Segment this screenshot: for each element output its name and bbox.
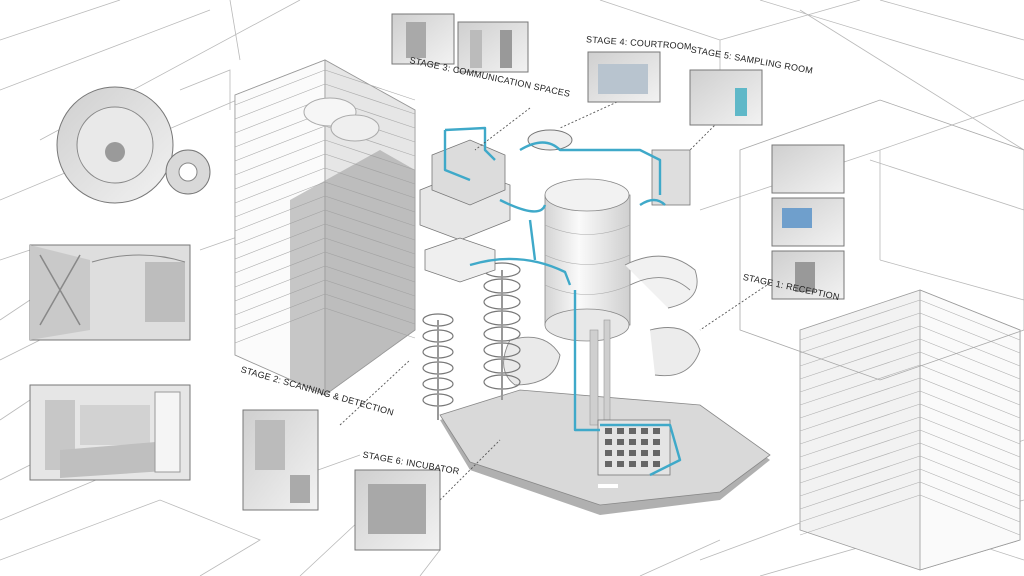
inset-stage-3b (457, 21, 529, 73)
inset-stage-1c (771, 250, 845, 300)
leader-lines (339, 101, 771, 501)
inset-room-left-mid (29, 244, 191, 341)
inset-circular-corridor (56, 86, 211, 204)
inset-stage-6 (354, 469, 441, 551)
inset-stage-5 (689, 69, 763, 126)
spiral-ramps (422, 262, 521, 420)
inset-stage-2 (242, 409, 319, 511)
central-drum (544, 178, 631, 426)
inset-stage-1b (771, 197, 845, 247)
tower-right (739, 99, 1024, 571)
tower-left (234, 59, 416, 396)
photo-insets (29, 13, 845, 551)
inset-room-left-bottom (29, 384, 191, 481)
inset-stage-4 (587, 51, 661, 103)
inset-stage-1a (771, 144, 845, 194)
ring-stacks (503, 255, 701, 386)
inset-stage-3a (391, 13, 455, 65)
circulation-path (443, 126, 682, 477)
